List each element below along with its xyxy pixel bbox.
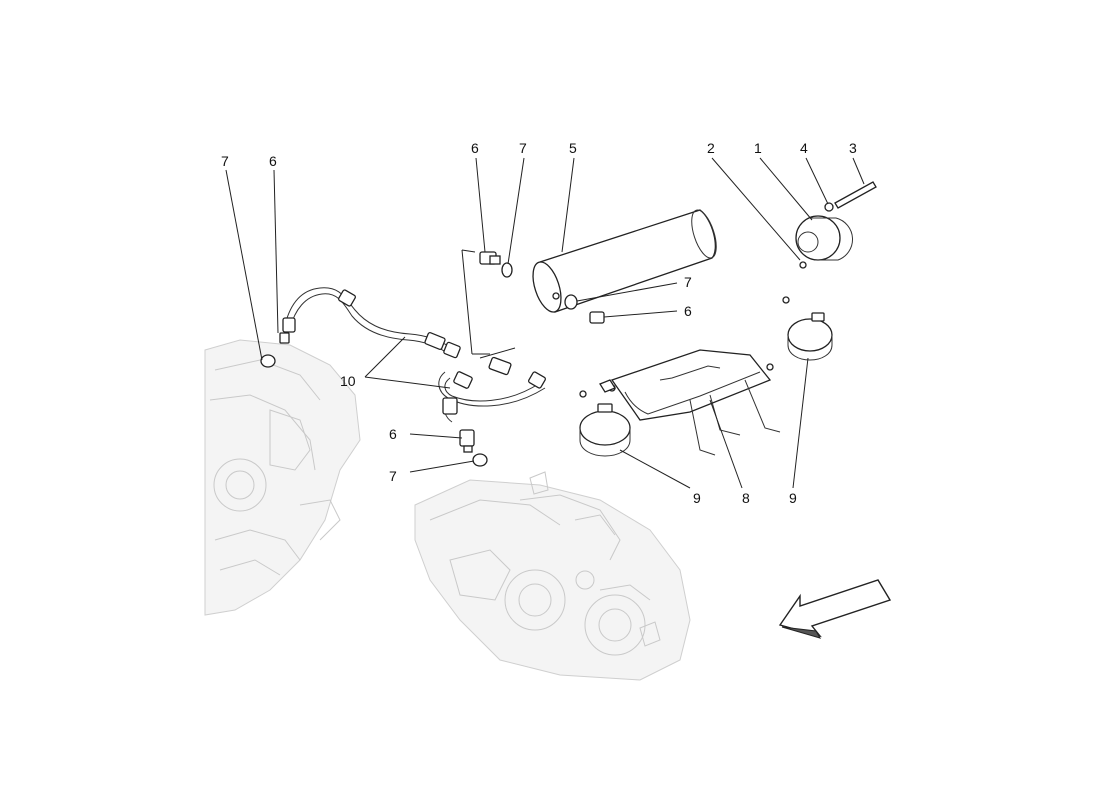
callout-6-top: 6: [471, 140, 479, 156]
leader-lines: [225, 157, 865, 489]
callout-6-right: 6: [684, 303, 692, 319]
callout-7-top: 7: [519, 140, 527, 156]
callout-6-lower: 6: [389, 426, 397, 442]
callout-2: 2: [707, 140, 715, 156]
hose-line-part: [260, 287, 546, 467]
callout-9-right: 9: [789, 490, 797, 506]
callout-3: 3: [849, 140, 857, 156]
pipe-clamp-left-part: [579, 390, 631, 457]
callout-8: 8: [742, 490, 750, 506]
callout-5: 5: [569, 140, 577, 156]
pipe-clamp-right-part: [782, 296, 833, 361]
callout-6-left: 6: [269, 153, 277, 169]
reservoir-inlet-fitting: [479, 251, 513, 278]
engine-block-left-ghost: [204, 339, 361, 616]
callout-9-left: 9: [693, 490, 701, 506]
callout-1: 1: [754, 140, 762, 156]
callout-4: 4: [800, 140, 808, 156]
callout-7-lower: 7: [389, 468, 397, 484]
mounting-bracket-part: [599, 349, 781, 456]
pulley-assembly-part: [795, 181, 877, 269]
reservoir-outlet-fitting: [564, 294, 605, 324]
reservoir-cylinder-part: [532, 209, 717, 313]
callout-10: 10: [340, 373, 356, 389]
callout-7-left: 7: [221, 153, 229, 169]
callout-labels: 1 2 3 4 5 6 7 6 7 7 6 10 6 7 9 8 9: [221, 140, 857, 506]
engine-block-center-ghost: [414, 471, 691, 681]
callout-7-right: 7: [684, 274, 692, 290]
front-direction-arrow-icon: [778, 579, 892, 639]
